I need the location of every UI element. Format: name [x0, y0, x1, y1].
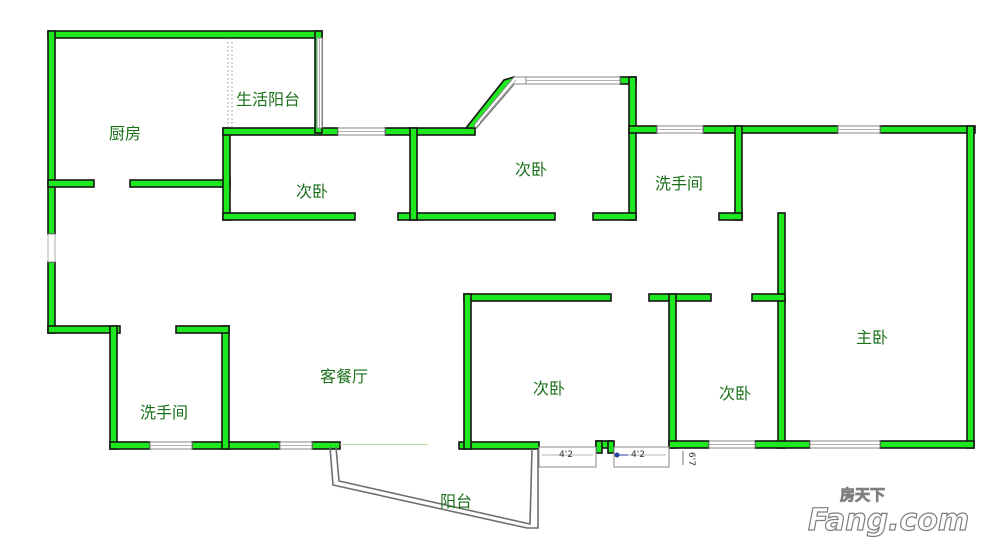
room-label-bathroom-bottom: 洗手间	[140, 403, 188, 422]
room-label-bathroom-top: 洗手间	[655, 174, 703, 193]
room-label-bedroom-top: 次卧	[515, 160, 547, 179]
room-label-master-bedroom: 主卧	[856, 328, 888, 347]
dimension-label-a: 4'2	[559, 450, 573, 460]
room-label-utility-balcony: 生活阳台	[236, 90, 300, 109]
watermark-small: 房天下	[840, 486, 885, 504]
dimension-marks: 4'2 4'2 6'7	[559, 450, 696, 466]
room-label-bedroom-right: 次卧	[719, 384, 751, 403]
room-label-bedroom-middle: 次卧	[533, 379, 565, 398]
room-label-balcony: 阳台	[440, 492, 472, 511]
room-label-living-dining: 客餐厅	[320, 367, 368, 386]
watermark-logo: Fang.com	[808, 503, 969, 538]
bay-window	[464, 75, 527, 129]
room-label-kitchen: 厨房	[109, 124, 141, 143]
watermark: 房天下 Fang.com	[807, 486, 969, 539]
dimension-label-b: 4'2	[631, 450, 645, 460]
room-labels: 厨房 生活阳台 次卧 次卧 洗手间 主卧 洗手间 客餐厅 次卧 次卧 阳台	[109, 90, 888, 511]
walls	[47, 30, 976, 454]
balcony-outline	[227, 38, 539, 529]
windows	[47, 37, 881, 468]
room-label-bedroom-left: 次卧	[296, 182, 328, 201]
dimension-label-c: 6'7	[686, 452, 696, 466]
